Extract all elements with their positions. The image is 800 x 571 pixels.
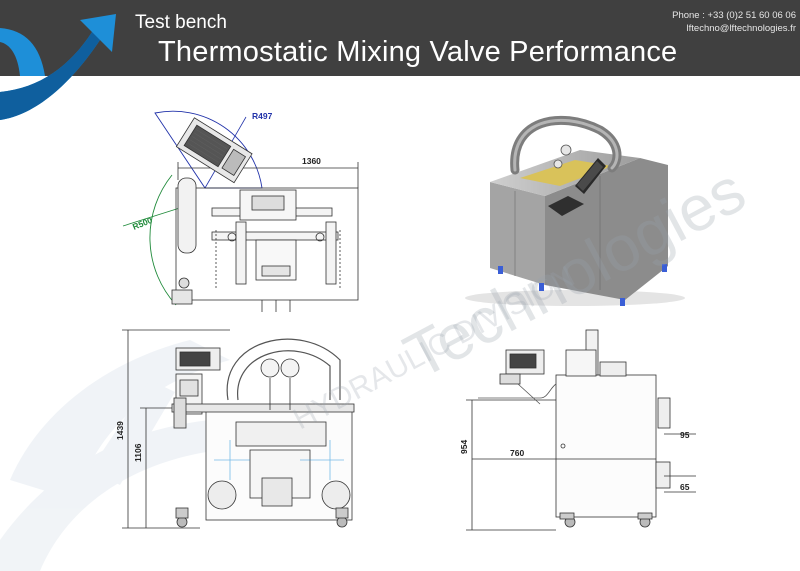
header-bar (0, 0, 800, 76)
dim-front-height-body: 1106 (133, 443, 143, 462)
dim-side-depth: 760 (510, 448, 524, 458)
contact-phone: Phone : +33 (0)2 51 60 06 06 (672, 10, 796, 21)
contact-email[interactable]: lftechno@lftechnologies.fr (686, 23, 796, 34)
dim-radius-panel: R497 (252, 111, 273, 121)
front-view-drawing (122, 329, 355, 529)
contact-block: Phone : +33 (0)2 51 60 06 06 lftechno@lf… (672, 9, 796, 35)
watermark-division: HYDRAULIC DIVISION (288, 260, 580, 436)
page-title: Thermostatic Mixing Valve Performance (158, 36, 678, 68)
header-kicker: Test bench (135, 12, 227, 33)
dim-side-offset-lower: 65 (680, 482, 690, 492)
top-view-drawing (122, 110, 359, 312)
bench-3d-render (465, 115, 685, 306)
dim-side-height: 954 (459, 440, 469, 454)
dim-top-width: 1360 (302, 156, 321, 166)
dim-side-offset-upper: 95 (680, 430, 690, 440)
side-view-drawing (466, 329, 696, 531)
dim-front-height-total: 1439 (115, 421, 125, 440)
logo-arrow-icon (0, 14, 116, 120)
watermark-shapes (0, 340, 230, 571)
